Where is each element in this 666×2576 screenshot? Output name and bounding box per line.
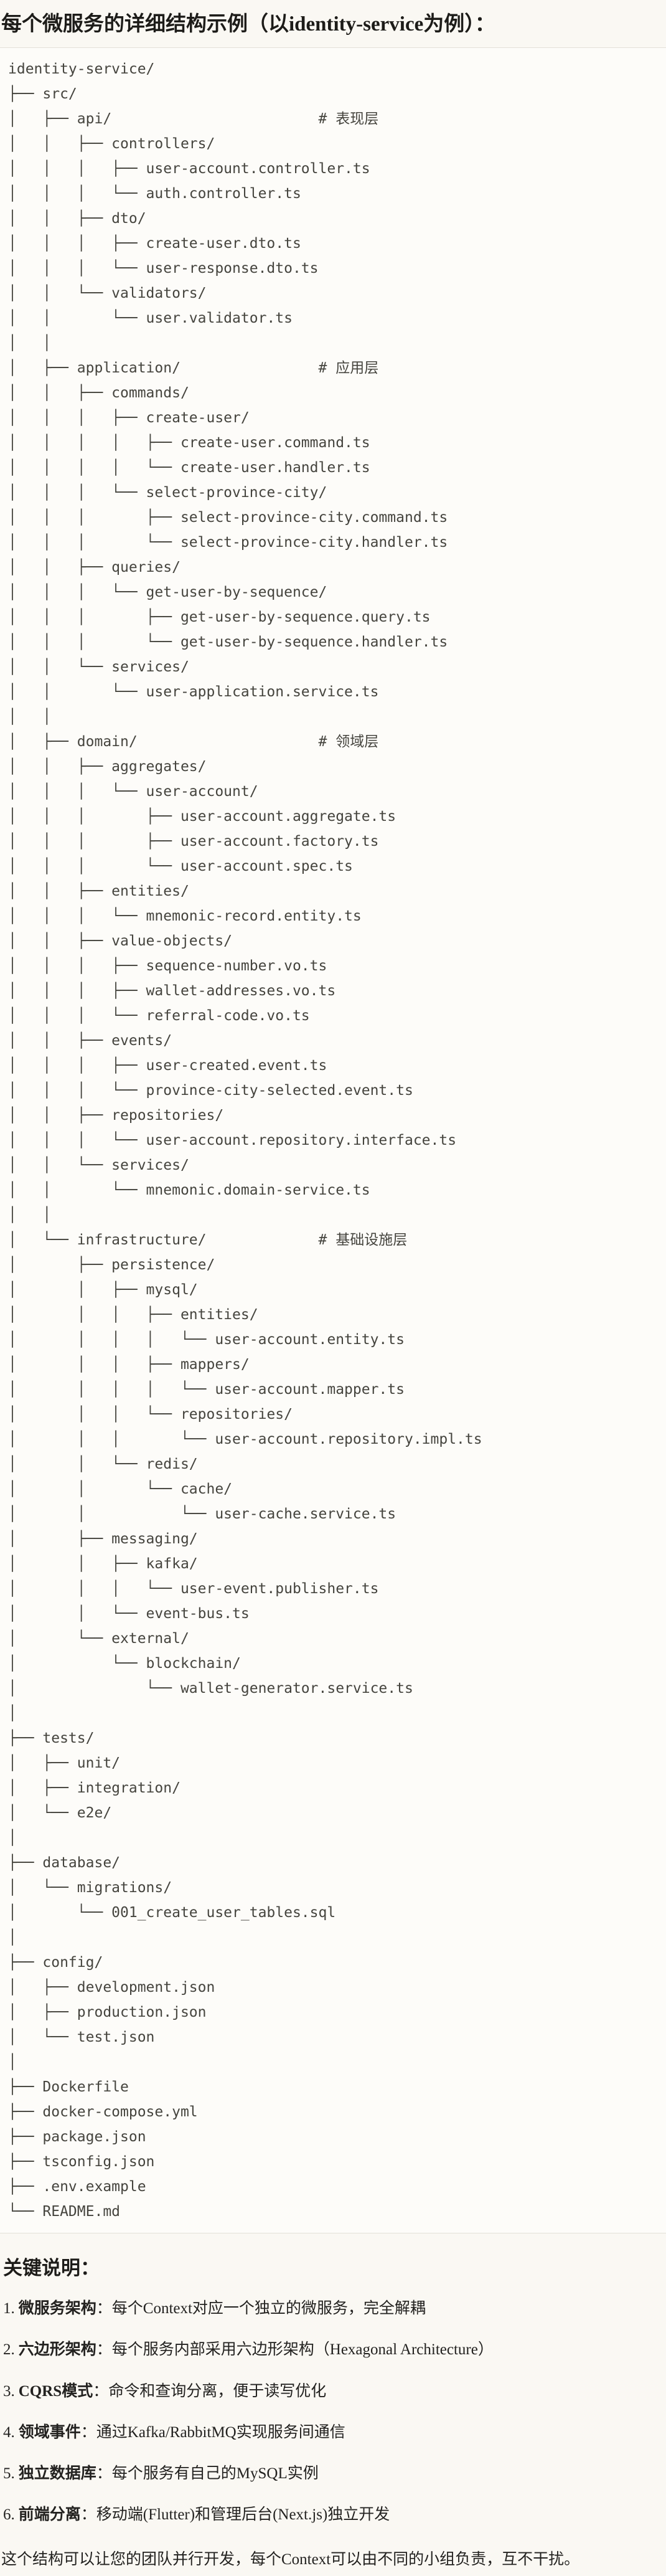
- note-label: 微服务架构: [18, 2300, 96, 2318]
- note-text: ：每个服务内部采用六边形架构（Hexagonal Architecture）: [96, 2341, 494, 2359]
- note-text: ：每个Context对应一个独立的微服务，完全解耦: [96, 2300, 426, 2318]
- closing-paragraph: 这个结构可以让您的团队并行开发，每个Context可以由不同的小组负责，互不干扰…: [1, 2550, 580, 2568]
- note-text: ：每个服务有自己的MySQL实例: [96, 2465, 319, 2483]
- note-number: 1.: [3, 2300, 15, 2318]
- note-label: 领域事件: [18, 2423, 81, 2441]
- note-number: 5.: [3, 2465, 15, 2483]
- note-label: 独立数据库: [18, 2465, 96, 2483]
- note-item-independent-db: 5.独立数据库：每个服务有自己的MySQL实例: [3, 2464, 660, 2483]
- note-item-frontend-separation: 6.前端分离：移动端(Flutter)和管理后台(Next.js)独立开发: [3, 2505, 660, 2524]
- note-label: CQRS模式: [18, 2382, 93, 2400]
- directory-tree-code-block: identity-service/ ├── src/ │ ├── api/ # …: [0, 47, 666, 2234]
- note-text: ：命令和查询分离，便于读写优化: [93, 2382, 327, 2400]
- note-text: ：通过Kafka/RabbitMQ实现服务间通信: [80, 2423, 345, 2441]
- key-notes-section: 关键说明： 1.微服务架构：每个Context对应一个独立的微服务，完全解耦 2…: [0, 2233, 666, 2576]
- note-number: 6.: [3, 2506, 15, 2524]
- note-label: 六边形架构: [18, 2341, 96, 2359]
- note-number: 3.: [3, 2382, 15, 2400]
- key-notes-heading: 关键说明：: [3, 2257, 100, 2280]
- note-item-microservices: 1.微服务架构：每个Context对应一个独立的微服务，完全解耦: [3, 2299, 660, 2318]
- note-label: 前端分离: [18, 2506, 81, 2524]
- note-text: ：移动端(Flutter)和管理后台(Next.js)独立开发: [80, 2506, 390, 2524]
- directory-tree-text: identity-service/ ├── src/ │ ├── api/ # …: [8, 61, 482, 2220]
- page-title: 每个微服务的详细结构示例（以identity-service为例）：: [1, 13, 495, 36]
- note-item-cqrs: 3.CQRS模式：命令和查询分离，便于读写优化: [3, 2382, 660, 2401]
- note-item-hexagonal: 2.六边形架构：每个服务内部采用六边形架构（Hexagonal Architec…: [3, 2340, 660, 2359]
- note-number: 4.: [3, 2423, 15, 2441]
- note-number: 2.: [3, 2341, 15, 2359]
- note-item-domain-events: 4.领域事件：通过Kafka/RabbitMQ实现服务间通信: [3, 2423, 660, 2442]
